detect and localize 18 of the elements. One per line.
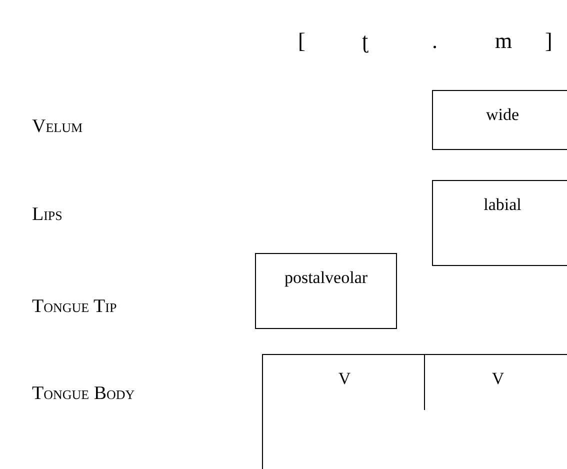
gesture-label: V (338, 369, 351, 389)
gesture-label: labial (484, 195, 522, 215)
gesture-label: V (492, 369, 504, 389)
row-label: Tongue Body (32, 383, 135, 405)
bracket: ] (545, 28, 552, 54)
row-label: Tongue Tip (32, 296, 117, 318)
gesture-label: postalveolar (284, 268, 368, 288)
gesture-box (255, 253, 397, 329)
phonetic-symbol: m (495, 28, 512, 54)
gesture-box (432, 90, 567, 150)
row-label: Lips (32, 204, 62, 226)
gesture-box (432, 180, 567, 266)
row-label: Velum (32, 116, 83, 138)
phonetic-symbol: ʈ (362, 28, 368, 54)
bracket: [ (298, 28, 306, 54)
gesture-box (262, 354, 426, 469)
gesture-label: wide (486, 105, 520, 125)
phonetic-symbol: . (432, 28, 438, 54)
